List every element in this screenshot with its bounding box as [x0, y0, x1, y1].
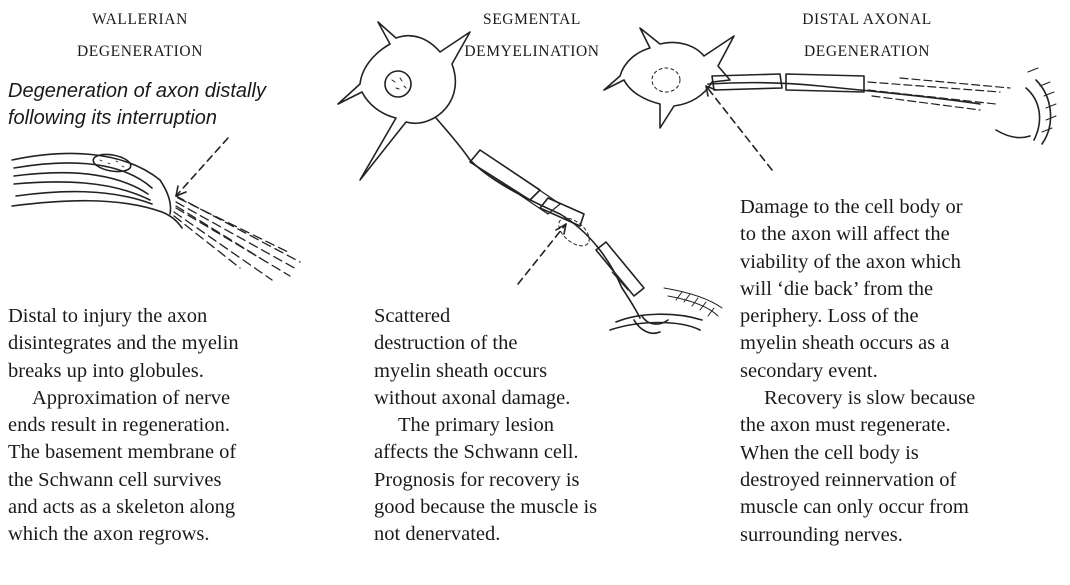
caption-line: Degeneration of axon distally: [8, 78, 266, 105]
distal-endplate: [1026, 88, 1040, 140]
text-line: ends result in regeneration.: [8, 412, 239, 439]
distal-pointer-line: [706, 86, 772, 170]
text-line: Damage to the cell body or: [740, 194, 975, 221]
wallerian-fragments: [174, 196, 300, 280]
myelin-segment: [596, 242, 644, 296]
text-line: When the cell body is: [740, 440, 975, 467]
heading-line: DEGENERATION: [772, 36, 962, 68]
text-line: affects the Schwann cell.: [374, 439, 597, 466]
heading-line: DEMYELINATION: [434, 36, 630, 68]
wallerian-caption: Degeneration of axon distally following …: [8, 78, 266, 132]
heading-distal-axonal-degeneration: DISTAL AXONAL DEGENERATION: [772, 4, 962, 68]
segmental-neuron-drawing: [338, 22, 722, 333]
text-line: which the axon regrows.: [8, 521, 239, 548]
text-line: Prognosis for recovery is: [374, 467, 597, 494]
text-line: without axonal damage.: [374, 385, 597, 412]
text-line: the Schwann cell survives: [8, 467, 239, 494]
text-line: disintegrates and the myelin: [8, 330, 239, 357]
heading-segmental-demyelination: SEGMENTAL DEMYELINATION: [434, 4, 630, 68]
schwann-nucleus: [92, 152, 132, 174]
myelin-segment: [470, 150, 540, 200]
text-line: not denervated.: [374, 521, 597, 548]
segmental-nucleus: [385, 71, 411, 97]
text-line: the axon must regenerate.: [740, 412, 975, 439]
text-line: myelin sheath occurs: [374, 358, 597, 385]
text-line: Distal to injury the axon: [8, 303, 239, 330]
text-line: surrounding nerves.: [740, 522, 975, 549]
text-line: Approximation of nerve: [8, 385, 239, 412]
text-line: Scattered: [374, 303, 597, 330]
heading-line: WALLERIAN: [40, 4, 240, 36]
text-line: The basement membrane of: [8, 439, 239, 466]
text-line: will ‘die back’ from the: [740, 276, 975, 303]
wallerian-nerve-drawing: [12, 152, 182, 228]
text-line: and acts as a skeleton along: [8, 494, 239, 521]
text-line: breaks up into globules.: [8, 358, 239, 385]
distal-die-back-fragments: [868, 78, 1010, 110]
text-line: to the axon will affect the: [740, 221, 975, 248]
segmental-pointer-line: [518, 224, 566, 284]
distal-nucleus: [652, 68, 680, 92]
text-line: The primary lesion: [374, 412, 597, 439]
nucleus-stipple: [100, 160, 124, 168]
caption-line: following its interruption: [8, 105, 266, 132]
text-line: good because the muscle is: [374, 494, 597, 521]
text-line: viability of the axon which: [740, 249, 975, 276]
text-line: muscle can only occur from: [740, 494, 975, 521]
wallerian-description: Distal to injury the axon disintegrates …: [8, 303, 239, 549]
text-line: Recovery is slow because: [740, 385, 975, 412]
text-line: myelin sheath occurs as a: [740, 330, 975, 357]
heading-wallerian-degeneration: WALLERIAN DEGENERATION: [40, 4, 240, 68]
text-line: destruction of the: [374, 330, 597, 357]
text-line: secondary event.: [740, 358, 975, 385]
heading-line: DEGENERATION: [40, 36, 240, 68]
distal-description: Damage to the cell body or to the axon w…: [740, 194, 975, 549]
heading-line: DISTAL AXONAL: [772, 4, 962, 36]
segmental-description: Scattered destruction of the myelin shea…: [374, 303, 597, 549]
heading-line: SEGMENTAL: [434, 4, 630, 36]
text-line: periphery. Loss of the: [740, 303, 975, 330]
text-line: destroyed reinnervation of: [740, 467, 975, 494]
wallerian-pointer-line: [176, 138, 228, 196]
